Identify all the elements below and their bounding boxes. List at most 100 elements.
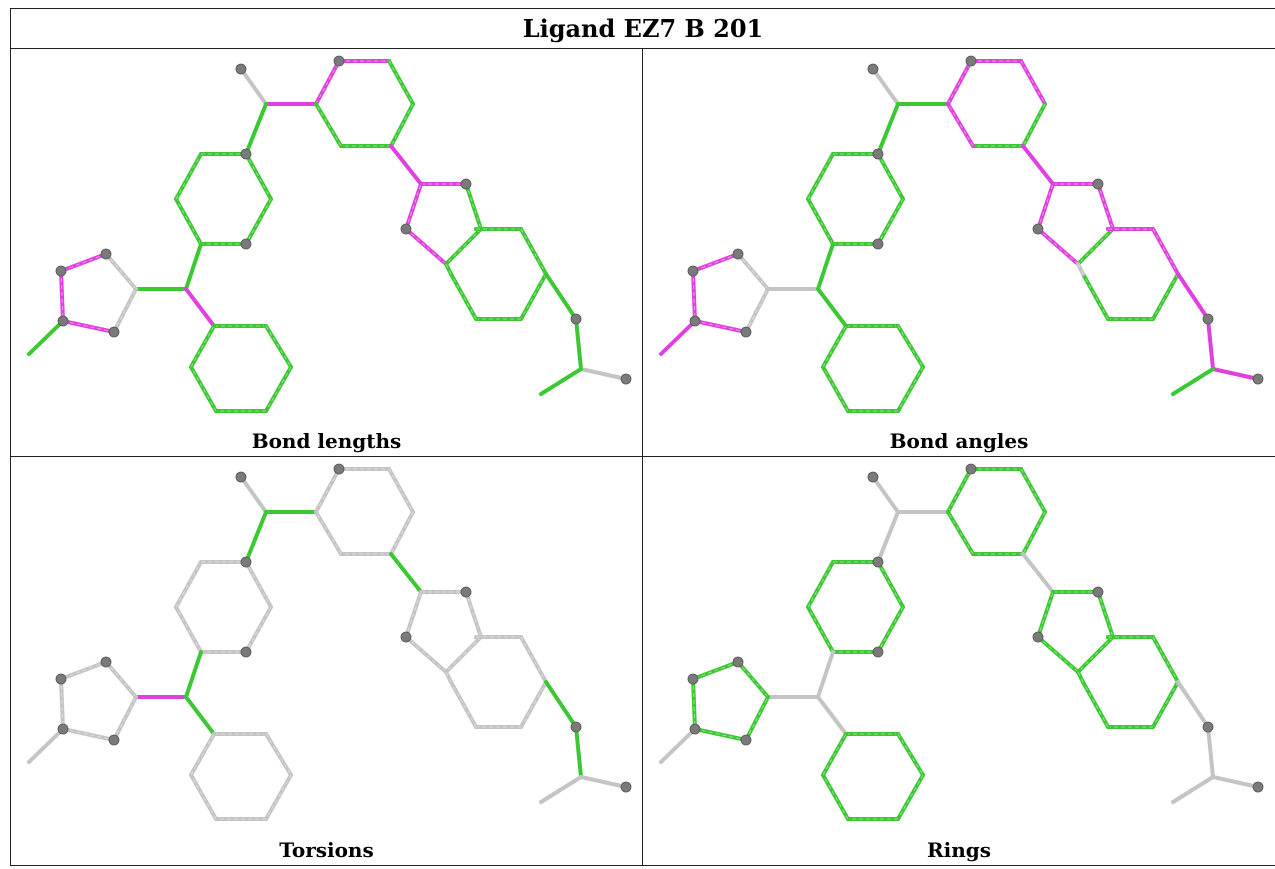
bond-dash-R2f-R2a [947, 511, 974, 555]
atom-Me [867, 471, 879, 483]
bond-dash-R4b-R4c [1152, 681, 1179, 728]
atom-R6 [1202, 721, 1214, 733]
bond-R2a-R2b [946, 59, 973, 106]
bond-Me-L1 [239, 67, 268, 106]
bond-Ph3-Ph4 [896, 365, 925, 413]
bond-dash-F3-F4 [694, 320, 747, 333]
bond-F4-R1a [744, 287, 770, 334]
molecule-torsions [27, 463, 632, 821]
bond-dash-P1d-P1e [807, 606, 834, 653]
atom-F2 [55, 265, 67, 277]
atom-Me4 [1252, 373, 1264, 385]
bond-F3-Me2 [659, 319, 697, 356]
atom-P1a [872, 148, 884, 160]
bond-dash-R2f-R2a [315, 103, 342, 147]
bond-R2f-R2a [946, 102, 975, 148]
bond-dash-R2c-R2d [388, 468, 414, 513]
bond-L1-P1a [244, 102, 268, 156]
bond-R3e-R3a [404, 182, 423, 231]
bond-P1a-P1b [244, 152, 273, 201]
atom-R3e [400, 631, 412, 643]
bond-R4d-R4e [449, 272, 478, 321]
bond-Ph5-Ph6 [821, 773, 850, 821]
atom-R2b [333, 55, 345, 67]
atom-R3b [460, 586, 472, 598]
atom-R6 [570, 313, 582, 325]
bond-dash-R4d-R4e [1082, 681, 1109, 728]
bond-dash-R2d-R2e [390, 511, 414, 555]
bond-R2f-R2a [314, 510, 343, 556]
bond-dash-R3d-R3e [405, 636, 447, 673]
panel-rings: Rings [643, 457, 1275, 865]
bond-dash-R1a-F1 [105, 661, 137, 698]
bond-F1-F2 [691, 660, 740, 681]
atom-R2b [965, 55, 977, 67]
bond-Ca-Ph1 [816, 287, 848, 328]
bond-P1e-P1f [174, 560, 203, 609]
bond-dash-R2a-R2b [315, 60, 340, 105]
bond-dash-R1a-F1 [105, 253, 137, 290]
atom-F2 [687, 673, 699, 685]
bond-F3-F4 [61, 319, 116, 334]
bond-R1a-F1 [104, 660, 138, 699]
bond-dash-R2d-R2e [390, 103, 414, 147]
bond-dash-F2-F3 [692, 270, 696, 322]
bond-R3c-R3d [1076, 635, 1115, 674]
bond-F2-F3 [59, 677, 65, 731]
bond-dash-R2c-R2d [1020, 468, 1046, 513]
bond-dash-R2a-R2b [315, 468, 340, 513]
bond-R3b-R3c [1096, 182, 1115, 231]
bond-P1b-P1c [876, 605, 905, 654]
bond-R4b-R6 [1176, 680, 1210, 729]
atom-R3e [1032, 223, 1044, 235]
bond-R6-R7 [574, 317, 583, 371]
bond-dash-R4a-R4b [1152, 636, 1179, 683]
bond-R4d-R4e [1081, 680, 1110, 729]
bond-R7-Me5 [1171, 775, 1215, 804]
bond-P1a-P1b [876, 152, 905, 201]
atom-P1c [240, 646, 252, 658]
bond-P1b-P1c [876, 197, 905, 246]
atom-P1a [240, 148, 252, 160]
bond-dash-Ph2-Ph3 [897, 733, 924, 776]
bond-L1-P1a [876, 102, 900, 156]
bond-dash-F3-F4 [62, 728, 115, 741]
bond-Ph2-Ph3 [896, 732, 925, 777]
bond-R4e-R3d [444, 670, 453, 684]
bond-dash-R3e-R3a [405, 591, 422, 638]
atom-Me4 [620, 373, 632, 385]
bond-P1d-Ca [816, 650, 835, 699]
atom-R2b [965, 463, 977, 475]
bond-R2d-R2e [1021, 102, 1047, 148]
bond-R3d-R3e [404, 227, 448, 266]
bond-dash-R3d-R3e [1037, 228, 1079, 265]
bond-R2a-R2b [314, 467, 341, 514]
bond-F3-F4 [693, 727, 748, 742]
bond-dash-F1-F2 [60, 661, 107, 680]
bond-dash-R3c-R3d [445, 228, 482, 265]
bond-dash-P1d-P1e [807, 198, 834, 245]
atom-Me [235, 63, 247, 75]
atom-F4 [108, 326, 120, 338]
bond-F4-R1a [112, 287, 138, 334]
bond-P1d-Ca [184, 650, 203, 699]
bond-R4a-R4b [1151, 227, 1180, 276]
atom-Me4 [1252, 781, 1264, 793]
bond-Ca-Ph1 [184, 287, 216, 328]
bond-dash-Ph2-Ph3 [265, 733, 292, 776]
bond-P1d-P1e [174, 605, 203, 654]
bond-R2e-R3a [389, 552, 423, 594]
bond-dash-F4-R1a [113, 288, 137, 333]
bond-P1e-P1f [806, 560, 835, 609]
bond-dash-Ph5-Ph6 [822, 366, 849, 412]
bond-Ph5-Ph6 [821, 365, 850, 413]
atom-F4 [108, 734, 120, 746]
bond-R3d-R3e [1036, 635, 1080, 674]
bond-dash-R3b-R3c [465, 183, 482, 230]
bond-dash-R4b-R4c [1152, 273, 1179, 320]
atom-F4 [740, 326, 752, 338]
bond-R2f-R2a [946, 510, 975, 556]
atom-R2b [333, 463, 345, 475]
atom-F3 [57, 723, 69, 735]
bond-dash-F1-F2 [692, 253, 739, 272]
